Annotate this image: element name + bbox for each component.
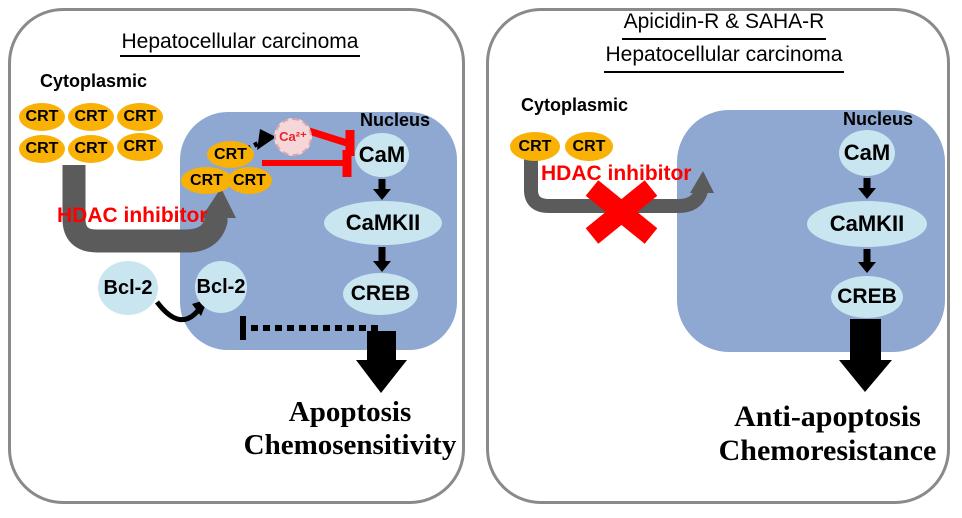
cytoplasmic-label-right: Cytoplasmic [521,95,629,115]
cam-oval-right: CaM [839,130,895,176]
crt-oval: CRT [19,103,65,131]
bcl2-oval-nuclear: Bcl-2 [195,261,247,313]
cytoplasmic-label-left: Cytoplasmic [40,71,148,91]
crt-oval-nuclear: CRT [227,167,272,194]
nucleus-label-left: Nucleus [360,110,431,130]
creb-oval-left: CREB [343,273,418,315]
crt-oval: CRT [19,135,65,163]
crt-oval-nuclear: CRT [181,167,232,194]
crt-oval: CRT [68,135,114,163]
crt-oval: CRT [510,132,560,161]
right-panel-title-line1: Apicidin-R & SAHA-R [621,7,827,40]
crt-oval: CRT [68,103,114,131]
crt-oval-nuclear: CRT [207,141,254,168]
left-panel-title: Hepatocellular carcinoma [105,30,375,57]
right-panel-title: Apicidin-R & SAHA-R Hepatocellular carci… [578,7,870,73]
outcome-left-line2: Chemosensitivity [243,429,457,461]
hdac-inhibitor-label-right: HDAC inhibitor [541,162,692,185]
creb-oval-right: CREB [831,276,903,318]
left-panel-title-text: Hepatocellular carcinoma [119,30,361,57]
nucleus-label-right: Nucleus [843,109,914,129]
crt-oval: CRT [117,103,163,131]
camkii-oval-left: CaMKII [324,201,442,245]
right-panel-title-line2: Hepatocellular carcinoma [603,40,845,73]
outcome-right-line2: Chemoresistance [718,434,937,467]
bcl2-oval-cytoplasmic: Bcl-2 [98,261,158,315]
cam-oval-left: CaM [355,133,409,177]
outcome-text-right: Anti-apoptosis Chemoresistance [700,400,955,468]
hdac-inhibitor-label-left: HDAC inhibitor [57,204,208,227]
calcium-ion-badge: Ca²⁺ [274,118,312,156]
outcome-text-left: Apoptosis Chemosensitivity [225,396,475,462]
crt-oval: CRT [117,133,163,161]
outcome-left-line1: Apoptosis [288,396,412,428]
camkii-oval-right: CaMKII [807,201,927,247]
crt-oval: CRT [565,132,613,161]
outcome-right-line1: Anti-apoptosis [734,400,921,433]
